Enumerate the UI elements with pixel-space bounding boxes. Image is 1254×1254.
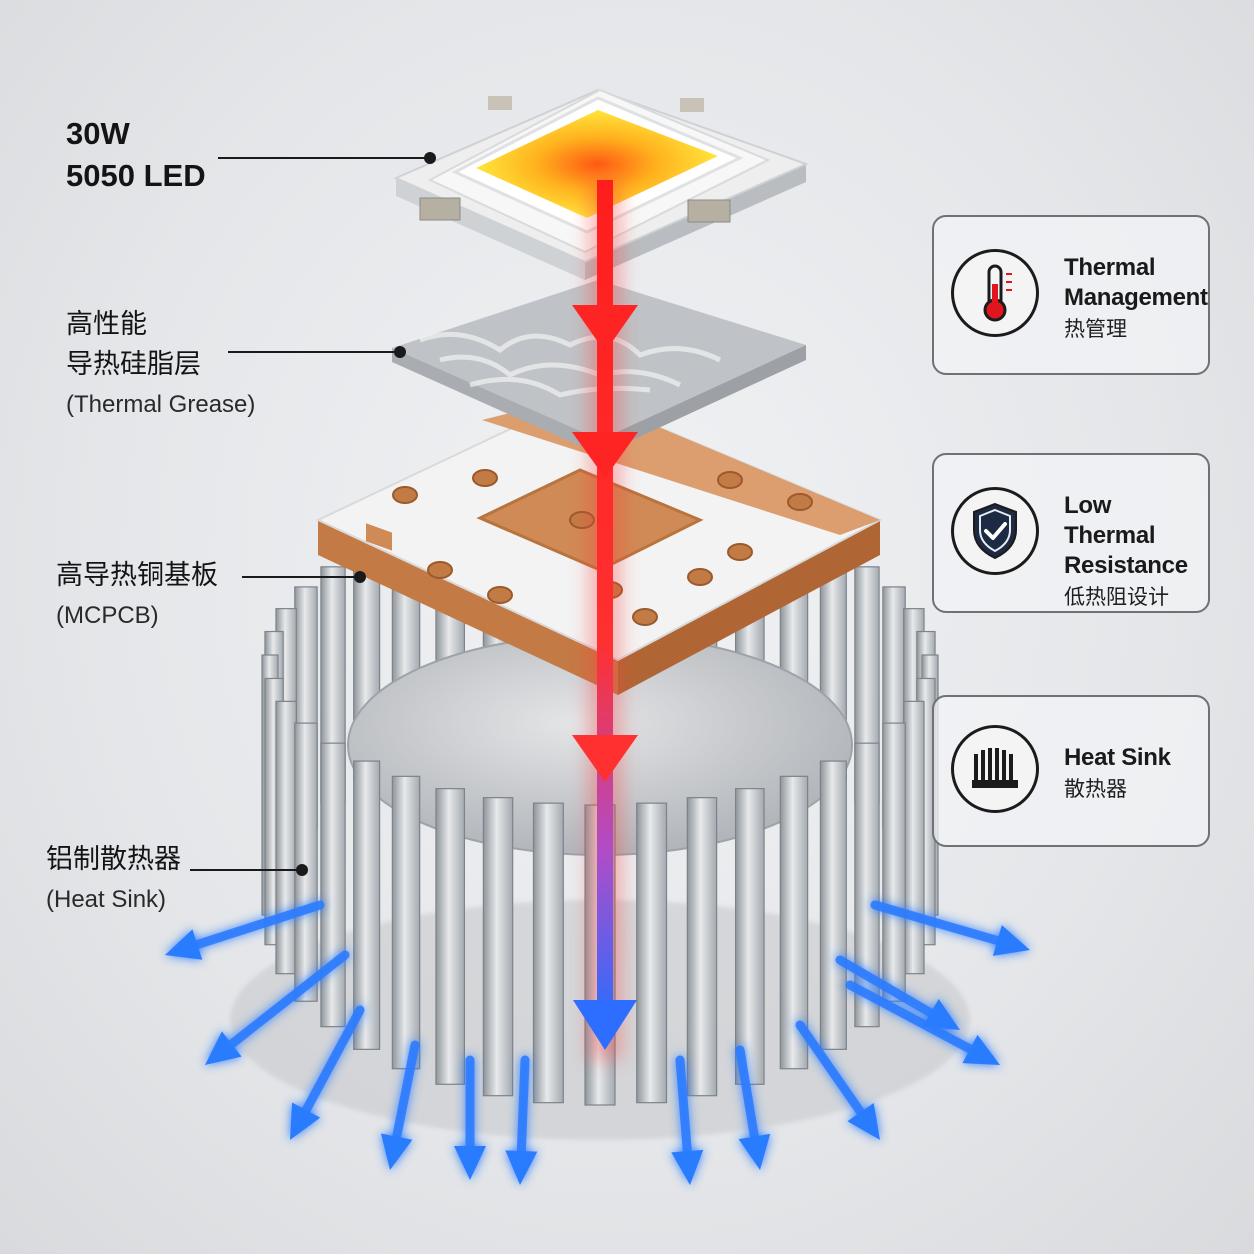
cooling-arrow-head: [962, 1034, 1000, 1065]
sink-callout: 铝制散热器 (Heat Sink): [46, 840, 181, 920]
heat-sink-fin: [532, 802, 564, 1104]
thermometer-icon: [951, 249, 1039, 337]
card-sink-title: Heat Sink: [1064, 744, 1171, 771]
mcpcb-hole: [487, 586, 513, 604]
led-power-label: 30W: [66, 116, 130, 151]
led-model-label: 5050 LED: [66, 158, 206, 193]
heat-sink-fin: [779, 775, 809, 1070]
sink-label-sub: (Heat Sink): [46, 886, 167, 913]
heat-sink-fin: [482, 797, 514, 1097]
grease-label-line1: 高性能: [66, 309, 147, 340]
card-thermal-title-1: Thermal: [1064, 254, 1156, 281]
callout-dots: [296, 152, 436, 876]
heat-sink-fin: [353, 760, 381, 1050]
callout-leaders: [190, 157, 430, 871]
grease-callout: 高性能 导热硅脂层 (Thermal Grease): [66, 305, 255, 425]
cooling-arrow-head: [380, 1133, 413, 1170]
led-callout: 30W 5050 LED: [66, 113, 206, 197]
cooling-arrow-shaft: [392, 1040, 420, 1142]
cooling-arrow-head: [847, 1102, 880, 1140]
led-solder-pad-back-left: [488, 96, 512, 110]
mcpcb-hole: [427, 561, 453, 579]
cooling-arrow-shaft: [301, 1005, 365, 1115]
shield-check-icon: [951, 487, 1039, 575]
led-solder-pad-left: [419, 197, 461, 221]
cooling-airflow-arrows: [165, 900, 1030, 1185]
cooling-arrow-head: [738, 1133, 771, 1170]
cooling-arrow-head: [671, 1149, 704, 1185]
cooling-arrow-head: [165, 929, 203, 960]
heat-sink-fin: [435, 788, 466, 1085]
grease-label-line2: 导热硅脂层: [66, 349, 201, 380]
heat-sink-fin: [391, 775, 421, 1070]
cooling-arrow-head: [922, 999, 960, 1030]
heat-sink-fin: [320, 742, 346, 1028]
card-resist-title-1: Low Thermal: [1064, 492, 1156, 549]
pcb-callout: 高导热铜基板 (MCPCB): [56, 556, 218, 636]
heat-sink-fin: [275, 700, 297, 975]
cooling-arrow-shaft: [835, 955, 936, 1018]
cooling-arrow-head: [505, 1150, 538, 1185]
card-thermal-zh: 热管理: [1064, 317, 1127, 341]
cooling-arrow-shaft: [227, 950, 350, 1049]
feature-card-thermal-management: Thermal Management 热管理: [932, 215, 1210, 375]
led-chip: [393, 88, 809, 280]
mcpcb-hole: [632, 608, 658, 626]
feature-card-low-thermal-resistance: Low Thermal Resistance 低热阻设计: [932, 453, 1210, 613]
mcpcb-hole: [392, 486, 418, 504]
sink-label-line1: 铝制散热器: [46, 844, 181, 875]
cooling-arrow-shaft: [516, 1055, 530, 1156]
cooling-arrow-head: [290, 1102, 321, 1140]
heat-sink-fin: [734, 788, 765, 1085]
pcb-label-sub: (MCPCB): [56, 602, 159, 629]
heat-sink-fin: [636, 802, 668, 1104]
feature-card-heat-sink: Heat Sink 散热器: [932, 695, 1210, 847]
cooling-arrow-shaft: [675, 1055, 692, 1156]
heat-sink-fin: [294, 722, 318, 1002]
led-solder-pad-right: [687, 199, 731, 223]
heat-sink-fin: [903, 700, 925, 975]
cooling-arrow-head: [992, 925, 1030, 956]
card-resist-title-2: Resistance: [1064, 552, 1188, 579]
card-resist-zh: 低热阻设计: [1064, 585, 1169, 609]
card-thermal-title-2: Management: [1064, 284, 1208, 311]
card-sink-zh: 散热器: [1064, 777, 1127, 801]
cooling-arrow-shaft: [795, 1020, 866, 1117]
pcb-label-line1: 高导热铜基板: [56, 560, 218, 591]
heat-sink-front-fins: [261, 654, 939, 1106]
heat-sink-fin: [686, 797, 718, 1097]
cooling-arrow-shaft: [870, 900, 1002, 946]
cooling-arrow-head: [454, 1146, 486, 1180]
cooling-arrow-shaft: [735, 1045, 759, 1141]
heat-sink-icon: [951, 725, 1039, 813]
mcpcb-hole: [687, 568, 713, 586]
heat-flow-arrow: [572, 180, 638, 1060]
mcpcb-hole: [717, 471, 743, 489]
mcpcb-hole: [787, 493, 813, 511]
cooling-arrow-shaft: [845, 980, 975, 1054]
mcpcb-hole: [472, 469, 498, 487]
heat-sink-fin: [882, 722, 906, 1002]
led-solder-pad-back-right: [680, 98, 704, 112]
cooling-arrow-head: [205, 1031, 242, 1065]
heat-sink-fin: [819, 760, 847, 1050]
cooling-arrow-shaft: [192, 900, 325, 950]
grease-label-sub: (Thermal Grease): [66, 391, 256, 418]
mcpcb-hole: [727, 543, 753, 561]
